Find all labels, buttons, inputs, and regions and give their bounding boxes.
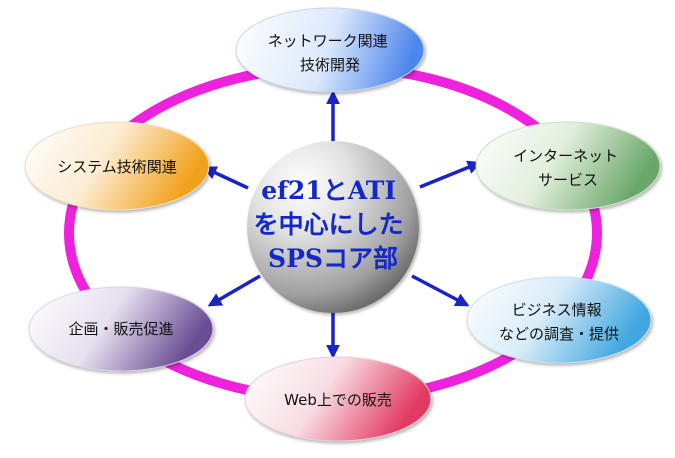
arrow-to-business bbox=[411, 274, 470, 307]
center-sphere bbox=[247, 141, 419, 313]
node-network-line-2: 技術開発 bbox=[300, 56, 360, 74]
center-line-3: SPSコア部 bbox=[268, 244, 398, 273]
arrow-to-system bbox=[202, 166, 249, 190]
node-planning-line-1: 企画・販売促進 bbox=[68, 320, 173, 338]
node-internet bbox=[475, 121, 661, 211]
node-business bbox=[466, 276, 652, 364]
node-business-line-2: などの調査・提供 bbox=[499, 325, 619, 343]
node-internet-label: インターネット サービス bbox=[513, 147, 623, 189]
node-web-sales-line-1: Web上での販売 bbox=[284, 391, 392, 409]
node-internet-line-1: インターネット bbox=[513, 147, 618, 165]
arrow-to-internet bbox=[419, 160, 482, 189]
node-business-label: ビジネス情報 などの調査・提供 bbox=[499, 301, 619, 343]
node-web-sales-label: Web上での販売 bbox=[284, 391, 392, 409]
arrows bbox=[202, 90, 482, 359]
node-planning-label: 企画・販売促進 bbox=[68, 320, 173, 338]
node-system-line-1: システム技術関連 bbox=[57, 158, 177, 176]
node-internet-line-2: サービス bbox=[538, 171, 598, 189]
center-line-2: を中心にした bbox=[254, 210, 404, 239]
node-network bbox=[235, 7, 425, 93]
arrow-to-planning bbox=[207, 274, 261, 307]
node-system-label: システム技術関連 bbox=[57, 158, 177, 176]
node-system bbox=[24, 121, 210, 211]
node-business-line-1: ビジネス情報 bbox=[512, 301, 602, 319]
center-line-1: ef21とATI bbox=[261, 176, 396, 205]
node-network-label: ネットワーク関連 技術開発 bbox=[268, 32, 393, 74]
node-web-sales bbox=[244, 356, 432, 442]
node-network-line-1: ネットワーク関連 bbox=[268, 32, 388, 50]
center-label: ef21とATI を中心にした SPSコア部 bbox=[254, 176, 413, 273]
node-planning bbox=[28, 286, 214, 372]
